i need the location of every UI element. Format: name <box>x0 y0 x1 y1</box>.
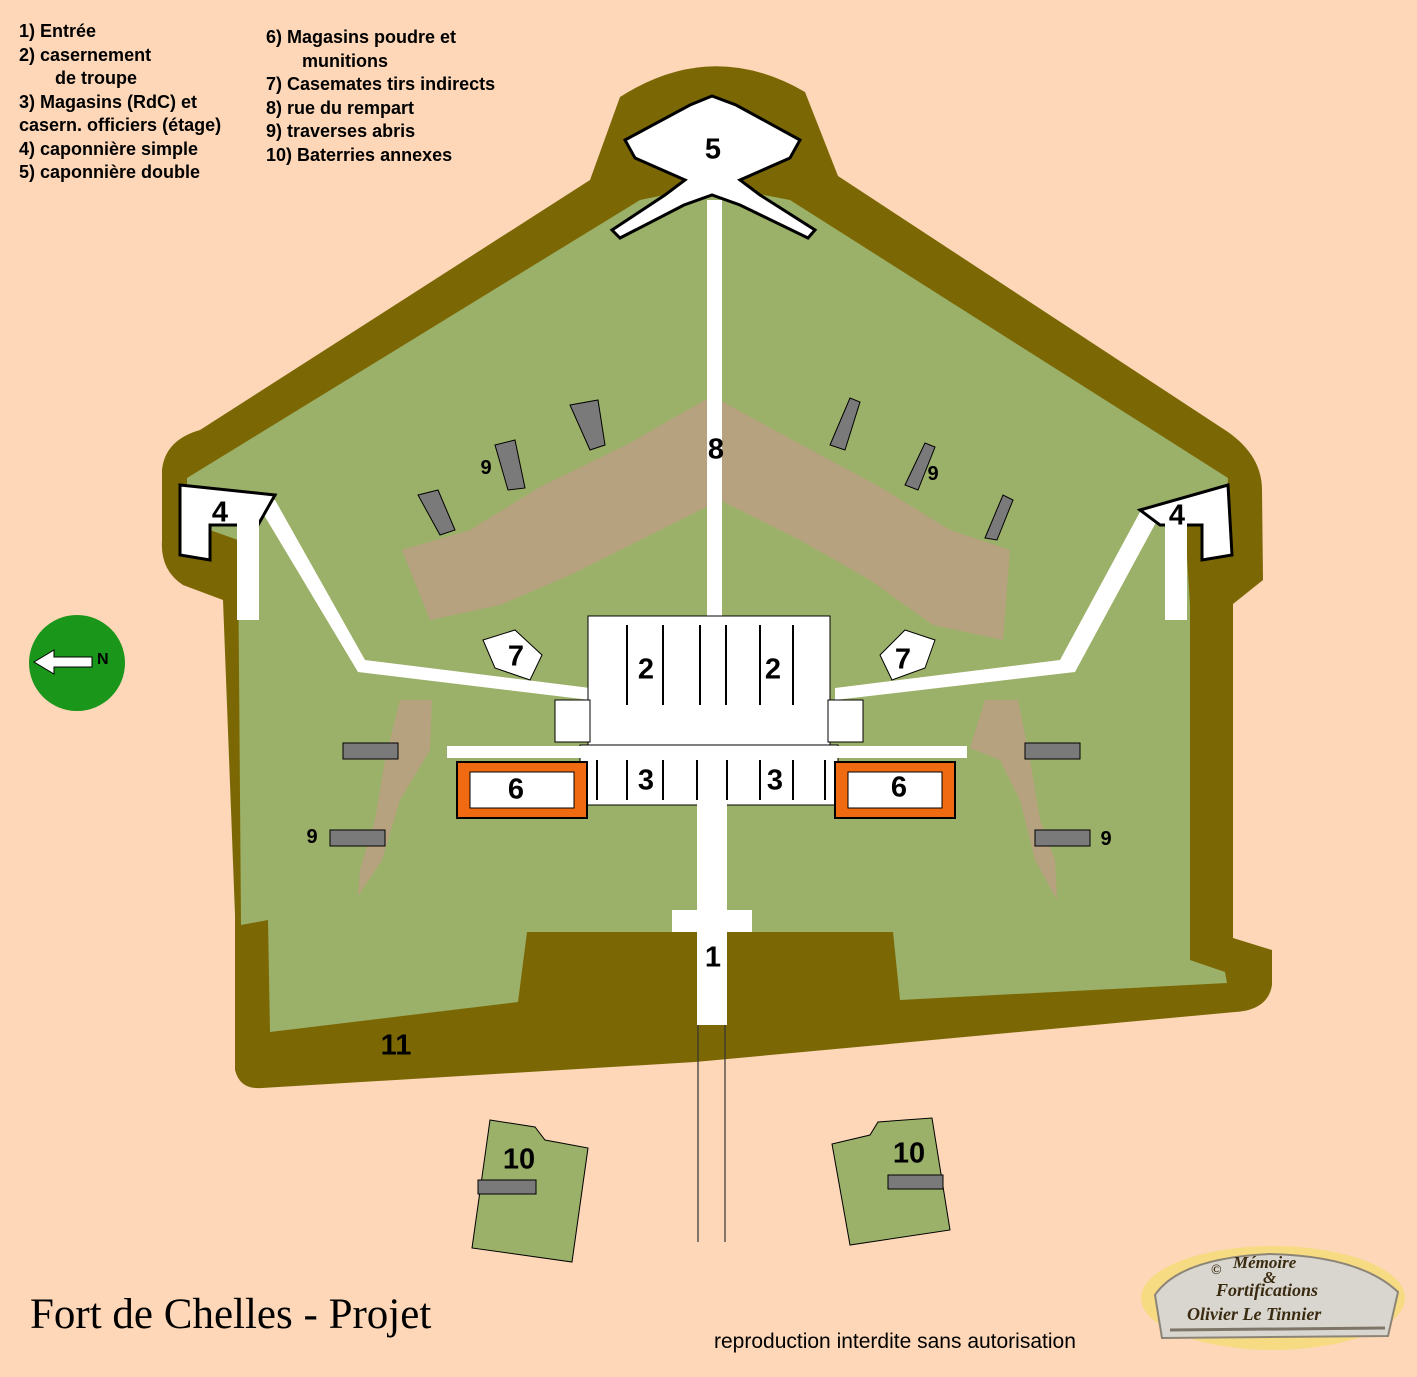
powder-magazine-left-inner <box>469 771 575 809</box>
rue-du-rempart <box>402 396 1010 640</box>
entrance-gate <box>672 910 752 932</box>
label-rue-rempart: 8 <box>707 433 725 466</box>
label-caponniere-double: 5 <box>704 133 722 166</box>
label-casemate-right: 7 <box>894 643 912 676</box>
label-entree: 1 <box>704 941 722 974</box>
cross-gallery <box>447 746 967 758</box>
legend-item: casern. officiers (étage) <box>19 115 222 135</box>
logo-line1: Mémoire <box>1233 1253 1297 1272</box>
batterie-right-traverse <box>887 1174 944 1190</box>
legend-item: 1) Entrée <box>19 21 97 41</box>
north-arrow-icon <box>29 615 125 711</box>
legend-item: 10) Baterries annexes <box>266 144 453 165</box>
gallery-left <box>255 500 590 700</box>
label-batterie-left: 10 <box>502 1143 536 1176</box>
legend-item: 9) traverses abris <box>266 121 416 141</box>
label-casernement-right: 2 <box>764 653 782 686</box>
label-traverse: 9 <box>306 826 318 848</box>
legend-item: 4) caponnière simple <box>19 138 199 159</box>
powder-magazine-right-inner <box>847 771 943 809</box>
legend-item: munitions <box>302 50 388 71</box>
caponniere-double <box>609 94 818 240</box>
caponniere-simple-left <box>178 483 278 562</box>
logo-ampersand: & <box>1263 1268 1277 1287</box>
casernement-right-wing <box>827 699 864 743</box>
central-corridor <box>707 200 722 620</box>
legend-item: 8) rue du rempart <box>266 97 415 118</box>
legend-item: de troupe <box>55 68 138 88</box>
rue-du-rempart-left <box>358 700 432 896</box>
casemate-left <box>482 629 543 681</box>
legend-item: 3) Magasins (RdC) et <box>19 91 198 112</box>
label-magasin-poudre-left: 6 <box>507 773 525 806</box>
casernement-block <box>587 615 831 747</box>
legend-item: 5) caponnière double <box>19 162 201 182</box>
casernement-left-wing <box>554 699 591 743</box>
copyright-note: reproduction interdite sans autorisation <box>714 1330 1076 1353</box>
label-magasins-left: 3 <box>637 764 655 797</box>
caponniere-simple-right-gallery <box>1165 520 1187 620</box>
legend-item: 2) casernement <box>19 44 152 65</box>
logo-copyright: © <box>1211 1263 1222 1278</box>
label-magasin-poudre-right: 6 <box>890 771 908 804</box>
rue-du-rempart-right <box>970 700 1057 900</box>
logo-line2: Fortifications <box>1216 1280 1319 1300</box>
logo-stone <box>1141 1246 1405 1350</box>
label-ditch: 11 <box>380 1029 412 1062</box>
legend-right: 6) Magasins poudre et munitions 7) Casem… <box>266 26 495 167</box>
label-traverse: 9 <box>480 457 492 479</box>
legend-item: 6) Magasins poudre et <box>266 27 457 47</box>
caponniere-simple-left-gallery <box>237 520 259 620</box>
label-caponniere-simple-left: 4 <box>211 496 229 529</box>
label-caponniere-simple-right: 4 <box>1168 499 1186 532</box>
label-traverse: 9 <box>1100 828 1112 850</box>
legend-left: 1) Entrée 2) casernement de troupe 3) Ma… <box>19 20 221 185</box>
label-traverse: 9 <box>927 463 939 485</box>
page-title: Fort de Chelles - Projet <box>30 1291 432 1338</box>
legend-item: 7) Casemates tirs indirects <box>266 74 496 94</box>
batterie-left-traverse <box>477 1179 537 1195</box>
north-letter: N <box>97 651 109 668</box>
casemate-right <box>879 629 936 681</box>
label-magasins-right: 3 <box>766 764 784 797</box>
label-batterie-right: 10 <box>892 1137 926 1170</box>
gallery-right <box>835 512 1160 700</box>
barracks-walls <box>596 625 826 800</box>
logo-author: Olivier Le Tinnier <box>1187 1304 1322 1324</box>
traverses <box>329 397 1091 847</box>
label-casernement-left: 2 <box>637 653 655 686</box>
label-casemate-left: 7 <box>507 640 525 673</box>
